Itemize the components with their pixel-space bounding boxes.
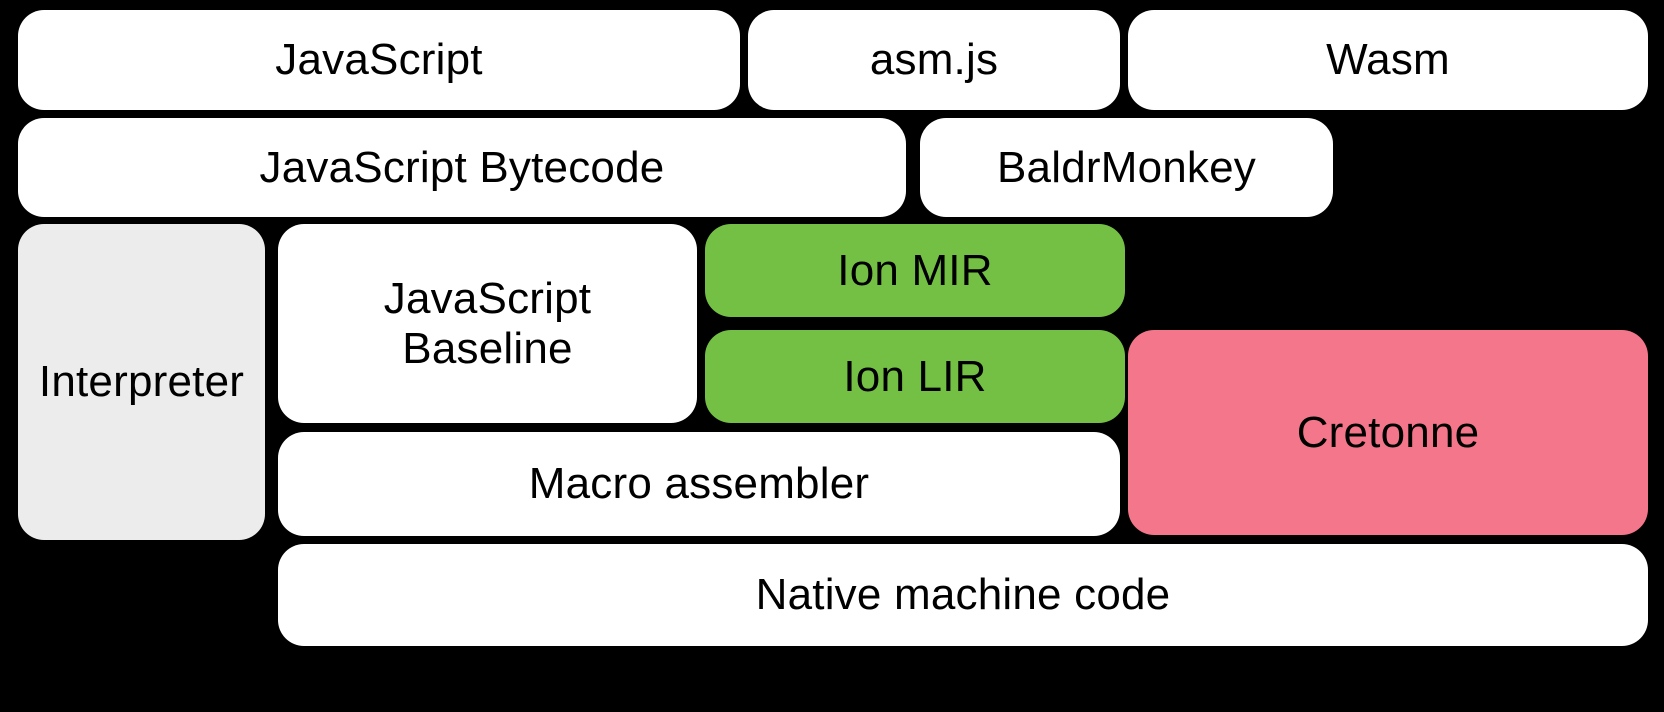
node-interpreter: Interpreter	[18, 224, 265, 540]
node-asmjs: asm.js	[748, 10, 1120, 110]
node-cretonne: Cretonne	[1128, 330, 1648, 535]
node-macro-assembler: Macro assembler	[278, 432, 1120, 536]
node-ion-lir: Ion LIR	[705, 330, 1125, 423]
node-ion-mir: Ion MIR	[705, 224, 1125, 317]
node-javascript-baseline: JavaScript Baseline	[278, 224, 697, 423]
node-javascript-bytecode: JavaScript Bytecode	[18, 118, 906, 217]
node-wasm: Wasm	[1128, 10, 1648, 110]
node-baldrmonkey: BaldrMonkey	[920, 118, 1333, 217]
node-native-machine-code: Native machine code	[278, 544, 1648, 646]
node-javascript: JavaScript	[18, 10, 740, 110]
